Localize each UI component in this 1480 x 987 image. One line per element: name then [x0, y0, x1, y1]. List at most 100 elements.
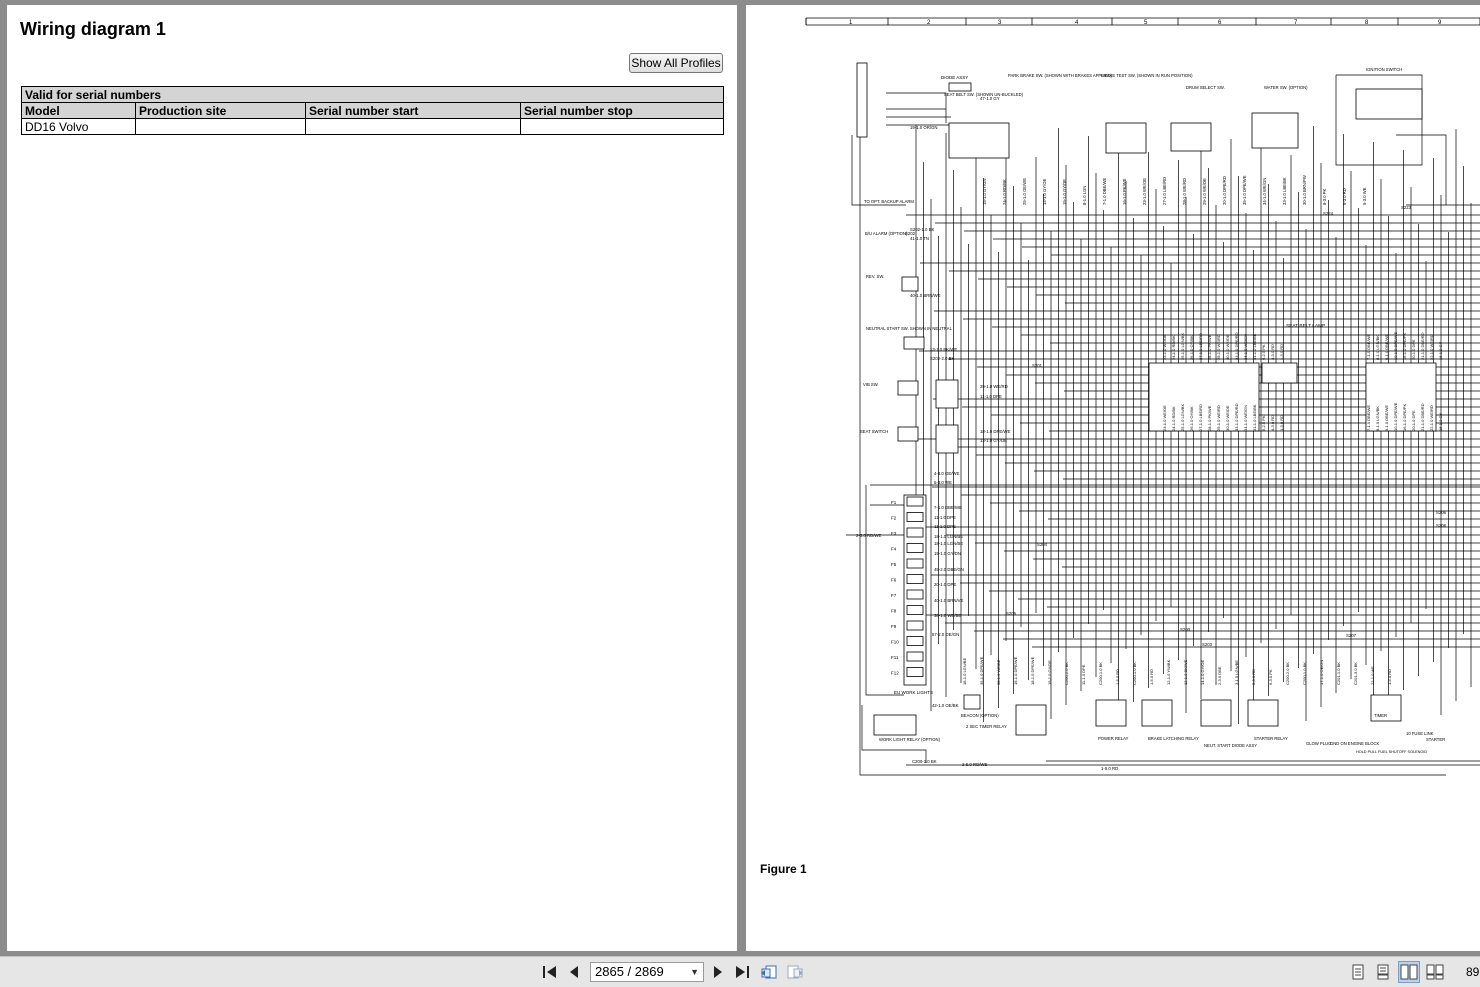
wire-label: 15-1.0 GY	[1438, 412, 1443, 431]
wire-label: 25-1.0 LGN/BK	[1180, 333, 1185, 360]
wire-label: 30-1.0 WE/DE	[1225, 405, 1230, 431]
splice-label: S202	[905, 231, 916, 236]
neutral-switch-box	[903, 336, 925, 350]
show-all-profiles-button[interactable]: Show All Profiles	[629, 53, 723, 73]
wire-label: 15-1.0 GY/DE	[1062, 179, 1067, 205]
wire-label: 8-1.0 LGN/BK	[1375, 406, 1380, 431]
wire-label: C200-1.0 BK	[1302, 662, 1307, 685]
wire-label: 1-5.0 RD	[1115, 669, 1120, 685]
next-page-icon[interactable]	[707, 961, 729, 983]
beacon-label: BEACON (OPTION)	[961, 713, 999, 718]
ruler-number: 9	[1438, 20, 1442, 26]
wire-label: 4-3.0 RD	[1270, 344, 1275, 360]
column-header-serial-start: Serial number start	[305, 102, 521, 119]
work-light-relay-box	[873, 714, 917, 736]
power-relay-box	[1095, 699, 1127, 727]
wire-label: 22-1.0 WE/RD	[1429, 334, 1434, 360]
splice-label: S203	[1202, 642, 1213, 647]
wire-label: 24-1.0 RD/BK	[1171, 335, 1176, 360]
seat-belt-lamp-connector	[1261, 362, 1298, 384]
fuse-label: F10	[891, 640, 899, 645]
starter-relay-label: STARTER RELAY	[1254, 736, 1288, 741]
prev-page-icon[interactable]	[563, 961, 585, 983]
wire-label: 1-3.0 RD	[1279, 415, 1284, 431]
wire-label: 28-1.0 PK/WE	[1207, 334, 1212, 360]
wire-label: 20-1.0 DPE	[934, 582, 956, 587]
rev-switch-box	[901, 276, 919, 292]
wire-label: 18-1.0 LGN/BE	[962, 658, 967, 685]
page-number-select[interactable]: 2865 / 2869 ▼	[590, 962, 704, 982]
wire-label: 9-1.0 DBE/WE	[1384, 334, 1389, 360]
continuous-view-icon[interactable]	[1372, 961, 1394, 983]
wire-label: 34-1.0 WE/GN	[1262, 178, 1267, 205]
splice-label: S205	[1006, 611, 1017, 616]
fuse	[906, 527, 924, 538]
splice-label: S206	[1436, 510, 1447, 515]
fuse	[906, 620, 924, 631]
bu-alarm-label: B/U ALARM (OPTION)	[865, 231, 908, 236]
ruler-number: 3	[998, 20, 1002, 26]
two-page-continuous-view-icon[interactable]	[1424, 961, 1446, 983]
wire-label: 5-3.0 WE	[934, 480, 952, 485]
wire-label: C200-1.0 BK	[1132, 662, 1137, 685]
wire-label: C200-1.0 BK	[1098, 662, 1103, 685]
wire-label: 24-1.0 RD/BK	[1171, 406, 1176, 431]
go-back-icon[interactable]	[758, 961, 780, 983]
wire-label: 21-1.0 DBE/RD	[1420, 403, 1425, 431]
seat-switch-label: SEAT SWITCH	[860, 429, 888, 434]
wire-label: 8-1.0 LGN/BK	[1375, 335, 1380, 360]
fuse	[906, 589, 924, 600]
wire-label: 1-5.0 RD	[1149, 669, 1154, 685]
wire-label: 21-1.0 DBE/RD	[1420, 332, 1425, 360]
wire-label: 13-1.0 GY/OE	[980, 438, 1007, 443]
fuse-label: F11	[891, 655, 899, 660]
wire-label: 11-1.0 DPE	[934, 524, 956, 529]
wire-label: 7-1.0 DBE/WE	[1366, 405, 1371, 431]
left-page: Wiring diagram 1 Show All Profiles Valid…	[7, 5, 737, 951]
wire-label: 35-1.0 DPE/WE	[1242, 175, 1247, 205]
wire-label: 25-1.0 OE/WE	[1022, 178, 1027, 205]
power-relay-label: POWER RELAY	[1098, 736, 1129, 741]
brake-test-switch-box	[1105, 122, 1147, 154]
diode-assy-box	[948, 82, 972, 92]
fuse	[906, 636, 924, 646]
ruler-number: 7	[1294, 20, 1298, 26]
ignition-switch-label: IGNITION SWITCH	[1366, 67, 1402, 72]
last-page-icon[interactable]	[731, 961, 753, 983]
beacon-box	[963, 694, 981, 710]
single-page-view-icon[interactable]	[1347, 961, 1369, 983]
wire	[1396, 134, 1447, 205]
wire-label: 18-1.0 LGN/BE	[934, 534, 963, 539]
wire-label: 20-1.0 DPE	[1411, 410, 1416, 431]
wire-label: 12-1.0 YW/BK	[1166, 659, 1171, 685]
hold-fuel-solenoid-label: HOLD PULL FUEL SHUTOFF SOLENOID	[1356, 750, 1427, 754]
wire-label: 3-1.0 LGN/BE	[1234, 660, 1239, 685]
fuse-label: F12	[891, 671, 899, 676]
wire-label: 2-5.0 RD/WE	[962, 762, 987, 767]
diagram-ruler	[805, 17, 1480, 26]
neut-start-diode-box	[1200, 699, 1232, 727]
ruler-number: 6	[1218, 20, 1222, 26]
column-header-model: Model	[21, 102, 136, 119]
go-forward-icon[interactable]	[784, 961, 806, 983]
wire-label: C200-2.0 BK	[1064, 662, 1069, 685]
wire-label: 8-3.0 PK	[1322, 188, 1327, 205]
wire-label: 8-1.0 LGN	[1082, 186, 1087, 205]
wire-label: 29-1.0 WE/DE	[1202, 178, 1207, 205]
vib-switch-box	[897, 380, 919, 396]
viewer-toolbar: 2865 / 2869 ▼ 89	[0, 956, 1480, 987]
first-page-icon[interactable]	[539, 961, 561, 983]
wire-label: 2-3.0 RD/WE	[856, 533, 881, 538]
fuse	[906, 496, 924, 507]
brake-test-sw-label: BRAKE TEST SW. (SHOWN IN RUN POSITION)	[1101, 73, 1193, 78]
fuse-link-label: 10 FUSE LINK	[1406, 731, 1434, 736]
eu-work-lights-label: EU WORK LIGHTS	[894, 690, 933, 695]
wire-label: 18-1.0 DPE/WE	[1030, 656, 1035, 685]
two-page-view-icon[interactable]	[1398, 961, 1420, 983]
connector-strip-b	[1365, 362, 1437, 432]
water-switch-box	[1251, 112, 1299, 149]
wire-label: C200-1.0 BK	[912, 759, 937, 764]
fuse-label: F1	[891, 500, 897, 505]
ruler-number: 5	[1144, 20, 1148, 26]
wire-label: 31-1.0 LBE/BK	[1252, 404, 1257, 431]
